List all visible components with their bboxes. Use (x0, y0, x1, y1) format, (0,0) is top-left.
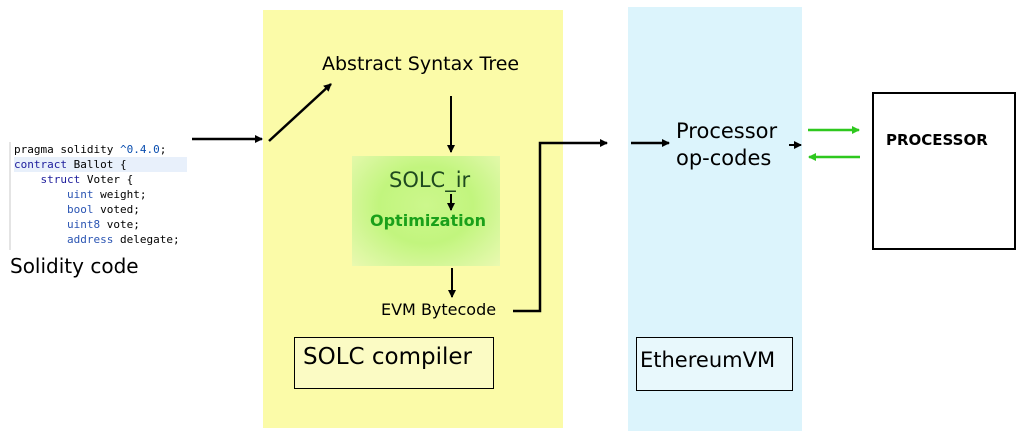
code-token-keyword: struct (14, 173, 81, 186)
code-line: pragma solidity ^0.4.0; (14, 142, 166, 157)
solc-compiler-box (294, 337, 494, 389)
code-token-version: ^0.4.0 (119, 143, 160, 156)
solc-ir-label: SOLC_ir (389, 168, 471, 192)
code-line: address delegate; (14, 232, 180, 247)
code-token: weight; (93, 188, 147, 201)
optimization-label: Optimization (370, 211, 486, 230)
evm-bytecode-label: EVM Bytecode (381, 300, 497, 319)
code-token: Ballot { (66, 158, 127, 171)
code-token-type: uint (14, 188, 94, 201)
code-line: bool voted; (14, 202, 140, 217)
code-token: vote; (100, 218, 140, 231)
ethereum-vm-box (636, 337, 793, 391)
code-token-type: bool (14, 203, 94, 216)
code-token: ; (159, 143, 167, 156)
code-token-type: uint8 (14, 218, 101, 231)
code-token-keyword: contract (14, 158, 67, 171)
processor-opcodes-line-1: Processor (676, 119, 778, 143)
code-token: pragma solidity (14, 143, 120, 156)
code-line: contract Ballot { (14, 157, 187, 172)
solidity-code-label: Solidity code (10, 254, 139, 278)
code-token: Voter { (80, 173, 134, 186)
arrow-bytecode-out (513, 139, 608, 313)
code-line: uint8 vote; (14, 217, 140, 232)
processor-box (872, 92, 1016, 250)
code-token: voted; (93, 203, 140, 216)
solc-ir-box (352, 156, 500, 266)
ethereum-vm-label: EthereumVM (640, 348, 776, 372)
code-line: uint weight; (14, 187, 147, 202)
ast-label: Abstract Syntax Tree (322, 53, 520, 75)
arrow-to-ast (268, 83, 332, 142)
processor-opcodes-line-2: op-codes (676, 146, 772, 170)
code-gutter (9, 142, 11, 250)
processor-label: PROCESSOR (886, 131, 988, 149)
solc-compiler-label: SOLC compiler (303, 344, 472, 370)
processor-opcodes-label: Processor op-codes (676, 118, 777, 172)
code-token-type: address (14, 233, 114, 246)
solidity-code-snippet: pragma solidity ^0.4.0; contract Ballot … (9, 142, 199, 252)
code-token: delegate; (113, 233, 180, 246)
code-line: struct Voter { (14, 172, 133, 187)
